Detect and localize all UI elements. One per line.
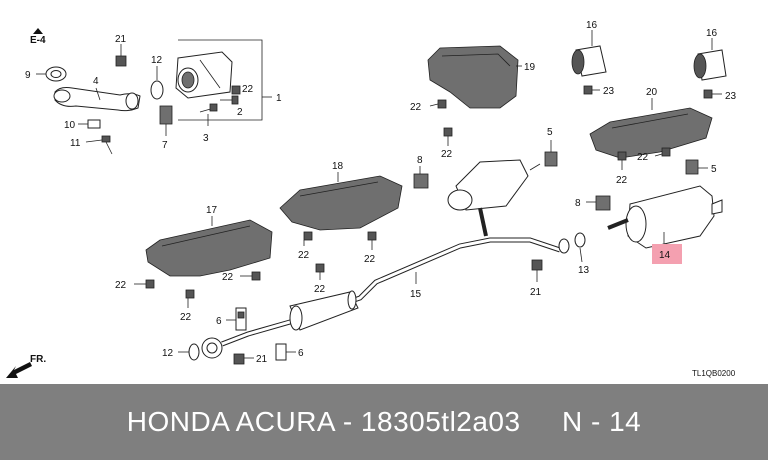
- callout-23-right: 23: [725, 91, 737, 102]
- front-pipe-4: [53, 87, 141, 112]
- bracket-7: [159, 105, 173, 136]
- gasket-13: [558, 232, 586, 263]
- callout-5-center: 5: [547, 127, 553, 138]
- callout-22-hs19-a: 22: [410, 102, 422, 113]
- bolt-22-hs18-b: [367, 231, 377, 250]
- screw-23-right: [703, 89, 722, 99]
- gasket-12-lower: [178, 343, 200, 361]
- converter-1: [175, 51, 233, 99]
- bolt-22-converter: [231, 85, 241, 95]
- callout-6-upper: 6: [216, 316, 222, 327]
- bolt-22-hs19-b: [443, 127, 453, 146]
- pipe-15: [201, 237, 561, 359]
- callout-21-center: 21: [530, 287, 542, 298]
- bolt-22-hs19-a: [429, 99, 447, 109]
- hanger-8-right: [586, 195, 611, 211]
- callout-8-right: 8: [575, 198, 581, 209]
- callout-21-lower: 21: [256, 354, 268, 365]
- callout-22-hs18-c: 22: [314, 284, 326, 295]
- bolt-22-hs17-c: [240, 271, 261, 281]
- callout-23-left: 23: [603, 86, 615, 97]
- callout-18: 18: [332, 161, 344, 172]
- direction-label: FR.: [30, 354, 46, 365]
- bolt-22-hs18-a: [303, 231, 313, 246]
- callout-7: 7: [162, 140, 168, 151]
- callout-15: 15: [410, 289, 422, 300]
- caption-bar: HONDA ACURA - 18305tl2a03 N - 14: [0, 384, 768, 460]
- callout-22-hs20-a: 22: [616, 175, 628, 186]
- heat-shield-18: [279, 172, 403, 231]
- callout-13: 13: [578, 265, 590, 276]
- mount-5-right: [685, 159, 708, 175]
- exhaust-parts-diagram: E-4 9 4 10 11 21 12 1: [6, 20, 737, 378]
- main-muffler-14[interactable]: [607, 185, 723, 249]
- nut-21-top: [115, 44, 127, 67]
- callout-6-lower: 6: [298, 348, 304, 359]
- callout-22-converter: 22: [242, 84, 254, 95]
- bolt-11: [85, 135, 113, 155]
- nut-21-lower: [233, 353, 254, 365]
- callout-22-hs17-a: 22: [115, 280, 127, 291]
- hanger-8-center: [413, 166, 429, 189]
- callout-9: 9: [25, 70, 31, 81]
- finisher-16-left: [571, 30, 607, 77]
- callout-5-right: 5: [711, 164, 717, 175]
- callout-4: 4: [93, 76, 99, 87]
- callout-19: 19: [524, 62, 536, 73]
- callout-2: 2: [237, 107, 243, 118]
- bolt-22-hs17-b: [185, 289, 195, 308]
- gasket-12-top: [150, 80, 164, 100]
- heat-shield-17: [145, 216, 273, 277]
- callout-22-hs19-b: 22: [441, 149, 453, 160]
- callout-17: 17: [206, 205, 218, 216]
- nut-21-center: [531, 259, 543, 282]
- callout-22-hs20-b: 22: [637, 152, 649, 163]
- finisher-16-right: [693, 38, 727, 81]
- section-ref: E-4: [30, 28, 46, 46]
- callout-16-left: 16: [586, 20, 598, 31]
- caption-text: HONDA ACURA - 18305tl2a03 N - 14: [126, 406, 642, 437]
- callout-16-right: 16: [706, 28, 718, 39]
- callout-3: 3: [203, 133, 209, 144]
- front-direction-arrow: FR.: [6, 354, 46, 378]
- bolt-22-hs18-c: [315, 263, 325, 280]
- mount-5-center: [544, 140, 558, 167]
- callout-22-hs17-b: 22: [180, 312, 192, 323]
- callout-14: 14: [659, 250, 671, 261]
- heat-shield-19: [427, 45, 522, 109]
- callout-8-center: 8: [417, 155, 423, 166]
- bolt-22-hs20-b: [654, 147, 671, 157]
- hanger-6-upper: [226, 307, 247, 331]
- section-ref-label: E-4: [30, 35, 46, 46]
- callout-12-top: 12: [151, 55, 163, 66]
- callout-12-lower: 12: [162, 348, 174, 359]
- callout-22-hs18-a: 22: [298, 250, 310, 261]
- callout-22-hs18-b: 22: [364, 254, 376, 265]
- heat-shield-20: [589, 98, 713, 159]
- callout-21-top: 21: [115, 34, 127, 45]
- drawing-code: TL1QB0200: [692, 369, 736, 378]
- callout-22-hs17-c: 22: [222, 272, 234, 283]
- callout-10: 10: [64, 120, 76, 131]
- bolt-22-hs17-a: [134, 279, 155, 289]
- hanger-6-lower: [275, 343, 296, 361]
- callout-11: 11: [70, 138, 81, 149]
- callout-20: 20: [646, 87, 658, 98]
- screw-23-left: [583, 85, 600, 95]
- stud-3: [199, 103, 218, 126]
- center-muffler: [447, 159, 541, 237]
- callout-14-highlight: [652, 244, 682, 264]
- spring-10: [78, 119, 101, 129]
- bolt-22-hs20-a: [617, 151, 627, 170]
- bolt-2: [220, 95, 239, 105]
- callout-1: 1: [276, 93, 282, 104]
